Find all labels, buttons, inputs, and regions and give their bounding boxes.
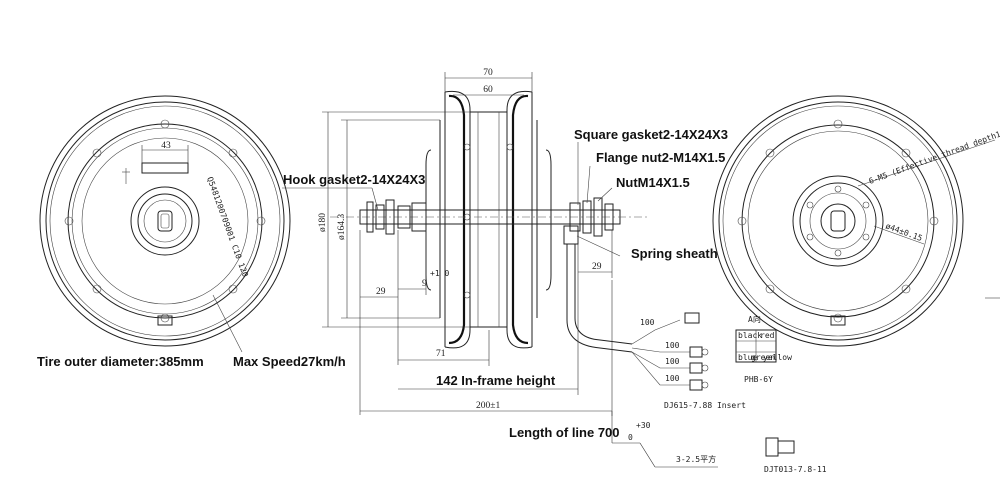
callout-leaders [282, 142, 621, 257]
flange-nut-label: Flange nut2-M14X1.5 [596, 150, 725, 165]
dim-44: ø44±0.15 [884, 221, 923, 243]
dim-29-left: 29 [376, 287, 386, 297]
dim-9: 9 [422, 279, 427, 289]
wire-length-c: 100 [665, 357, 680, 366]
axle-dimensions: 29 9 +1 0 29 [359, 230, 613, 415]
connector-insert-label: DJ615-7.88 Insert [664, 401, 746, 410]
connector-detail: A向 black red blue green yellow PHB-6Y DJ… [735, 314, 827, 474]
tire-diameter-label: Tire outer diameter:385mm [37, 354, 204, 369]
wire-spec-label: 3-2.5平方 [676, 454, 716, 464]
dim-70: 70 [483, 68, 493, 78]
connector-model: PHB-6Y [744, 375, 773, 384]
dim-60: 60 [483, 85, 493, 95]
diameter-dimensions: ø180 ø164.3 [318, 111, 470, 328]
max-speed-label: Max Speed27km/h [233, 354, 346, 369]
pin-red: red [760, 331, 775, 340]
pin-green: green [751, 353, 775, 362]
line-length-label: Length of line 700 [509, 425, 620, 440]
nut-label: NutM14X1.5 [616, 175, 690, 190]
dim-180: ø180 [318, 213, 328, 232]
view-a-label: A向 [748, 314, 761, 324]
dim-29-right: 29 [592, 262, 602, 272]
wire-length-b: 100 [665, 341, 680, 350]
dim-43: 43 [161, 141, 171, 151]
right-wheel-view: 6-M5 (Effective thread depth12mm) ø44±0.… [712, 95, 1000, 347]
spring-sheath-label: Spring sheath [631, 246, 718, 261]
pin-yellow: yellow [763, 353, 792, 362]
square-gasket-label: Square gasket2-14X24X3 [574, 127, 728, 142]
line-length-tol-low: 0 [628, 433, 633, 442]
dim-71: 71 [436, 349, 446, 359]
left-wheel-view: 43 Q5481200709001 C10 120 [39, 95, 291, 353]
pin-black: black [738, 331, 762, 340]
width-dimensions: 70 60 [444, 68, 533, 96]
dim-200: 200±1 [476, 401, 500, 411]
length-dimensions: 71 142 In-frame height 200±1 Length of l… [360, 232, 718, 468]
thread-note: 6-M5 (Effective thread depth12mm) [868, 123, 1000, 186]
dim-164: ø164.3 [337, 214, 347, 240]
pin-blue: blue [738, 353, 757, 362]
wire-length-d: 100 [665, 374, 680, 383]
line-length-tol: +30 [636, 421, 651, 430]
hook-gasket-label: Hook gasket2-14X24X3 [283, 172, 425, 187]
serial-text: Q5481200709001 C10 120 [205, 176, 250, 279]
wire-length-a: 100 [640, 318, 655, 327]
dim-142-label: 142 In-frame height [436, 373, 556, 388]
side-section-view: 100 100 100 100 DJ615-7.88 Insert [330, 90, 746, 410]
dim-9-tolerance: +1 0 [430, 269, 449, 278]
terminal-label: DJT013-7.8-11 [764, 465, 827, 474]
